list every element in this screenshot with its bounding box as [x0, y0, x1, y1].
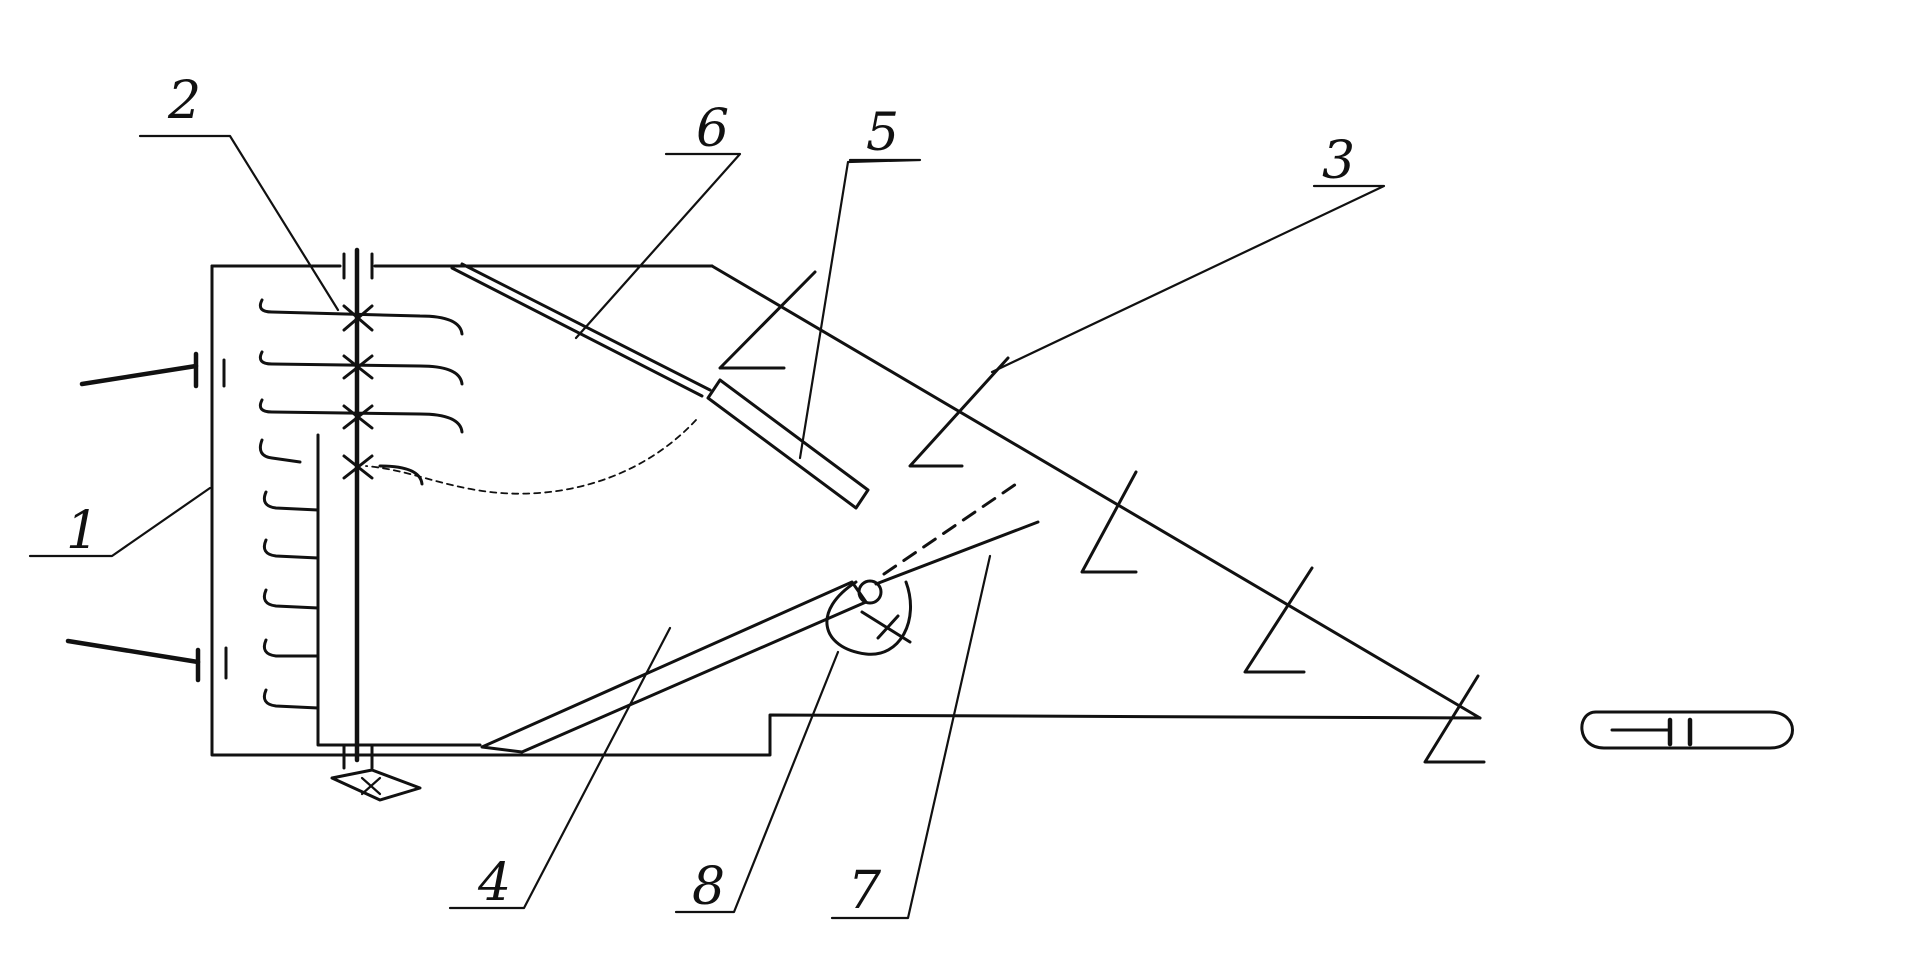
label-2: 2: [167, 71, 201, 131]
diagonal-rod: [710, 264, 1486, 764]
label-4: 4: [477, 853, 511, 913]
handle: [1580, 710, 1794, 750]
upper-inclined-rod: [450, 262, 712, 398]
tine-row: [258, 298, 464, 710]
label-6: 6: [696, 99, 729, 159]
label-3: 3: [1322, 131, 1355, 191]
part-labels: 1 2 3 4 5 6 7 8: [66, 71, 1355, 921]
housing-frame: [65, 264, 1482, 757]
rotating-shaft: [330, 247, 422, 802]
label-1: 1: [66, 501, 99, 561]
leader-lines: [28, 134, 1386, 920]
label-7: 7: [848, 861, 882, 921]
cylinder: [365, 378, 870, 510]
label-8: 8: [692, 857, 725, 917]
label-5: 5: [866, 103, 899, 163]
lower-inclined-plate: [480, 478, 1040, 754]
